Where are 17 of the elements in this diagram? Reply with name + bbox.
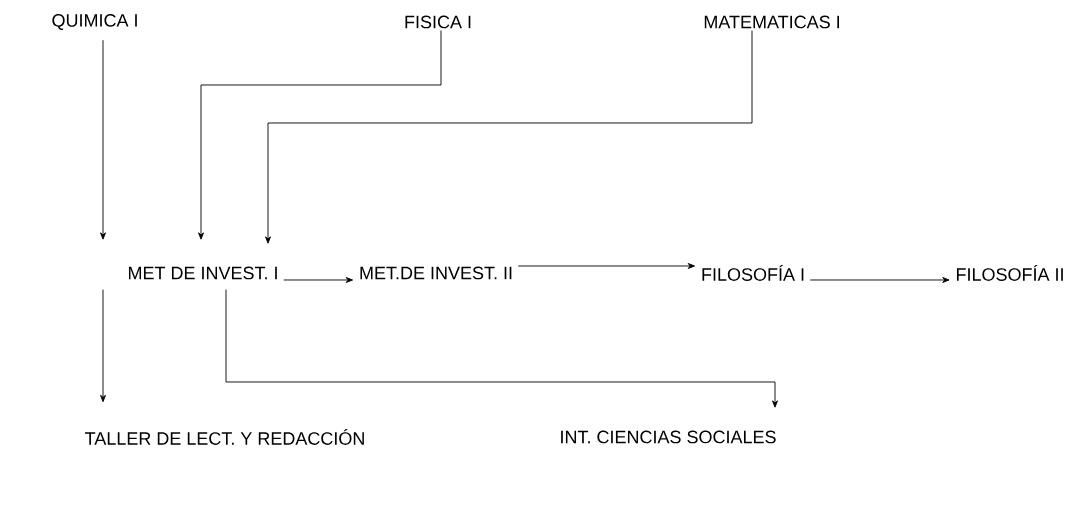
course-label: FILOSOFÍA I [702, 265, 804, 281]
arrow [100, 289, 106, 403]
course-label: TALLER DE LECT. Y REDACCIÓN [85, 429, 364, 445]
arrow [198, 30, 442, 240]
course-label: INT. CIENCIAS SOCIALES [561, 430, 776, 444]
course-label: MET.DE INVEST. II [360, 266, 512, 280]
arrow [809, 277, 950, 283]
arrow [265, 30, 753, 244]
arrow [517, 263, 695, 269]
arrow [100, 39, 106, 240]
course-label: MATEMATICAS I [704, 15, 839, 29]
course-label: MET DE INVEST. I [129, 266, 277, 280]
course-label: FISICA I [405, 15, 471, 29]
arrow [225, 289, 778, 408]
arrow [283, 277, 353, 283]
course-label: QUIMICA I [52, 14, 137, 30]
course-label: FILOSOFÍA II [956, 265, 1063, 281]
